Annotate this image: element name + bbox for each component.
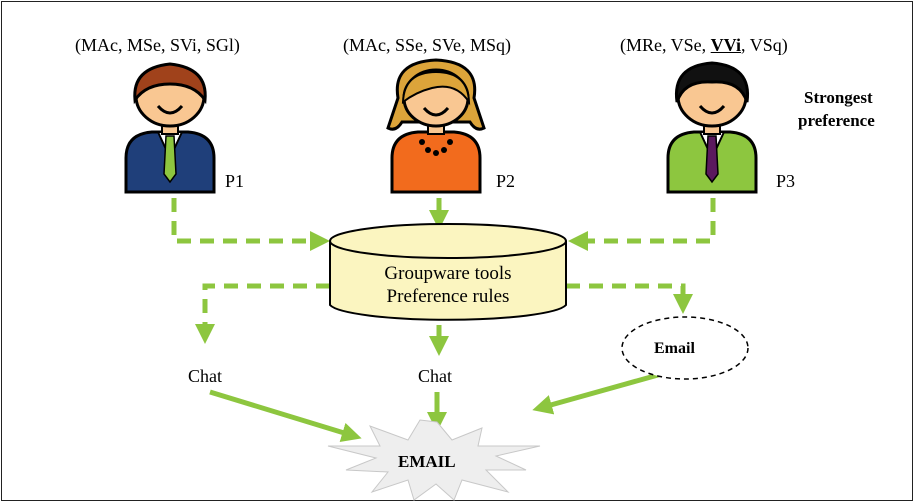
arrow-db-to-right-email bbox=[566, 283, 693, 314]
email-option-ellipse bbox=[621, 316, 749, 380]
p3-preference-text: (MRe, VSe, bbox=[620, 35, 711, 55]
person-p3-icon bbox=[666, 61, 758, 194]
arrow-p1-to-db bbox=[171, 198, 330, 251]
result-email-label: EMAIL bbox=[398, 452, 456, 471]
center-chat-label: Chat bbox=[418, 366, 452, 386]
right-email-label: Email bbox=[654, 340, 695, 357]
arrow-left-chat-to-email bbox=[209, 389, 362, 443]
p2-preference-vector: (MAc, SSe, SVe, MSq) bbox=[343, 35, 511, 56]
p2-label: P2 bbox=[496, 171, 516, 191]
strongest-preference-line2: preference bbox=[798, 111, 875, 130]
p3-label: P3 bbox=[776, 171, 796, 191]
database-cylinder bbox=[329, 223, 567, 321]
left-chat-label: Chat bbox=[188, 366, 222, 386]
database-label: Groupware tools Preference rules bbox=[330, 262, 566, 308]
arrow-p3-to-db bbox=[568, 198, 716, 251]
p1-preference-text: (MAc, MSe, SVi, SGl) bbox=[75, 35, 240, 55]
p3-preference-vector: (MRe, VSe, VVi, VSq) bbox=[620, 35, 788, 56]
strongest-preference-note: Strongest preference bbox=[798, 86, 875, 132]
p3-strongest-preference: VVi bbox=[710, 35, 742, 55]
database-line2: Preference rules bbox=[386, 286, 510, 307]
person-p2-icon bbox=[386, 58, 486, 194]
p1-label: P1 bbox=[225, 171, 245, 191]
person-p1-icon bbox=[124, 62, 216, 194]
email-result-burst bbox=[327, 419, 541, 501]
arrow-db-to-left-chat bbox=[195, 283, 330, 344]
strongest-preference-line1: Strongest bbox=[804, 88, 873, 107]
database-line1: Groupware tools bbox=[384, 263, 512, 284]
p1-preference-vector: (MAc, MSe, SVi, SGl) bbox=[75, 35, 240, 56]
p2-preference-text: (MAc, SSe, SVe, MSq) bbox=[343, 35, 512, 55]
p3-preference-suffix: , VSq) bbox=[741, 35, 788, 55]
